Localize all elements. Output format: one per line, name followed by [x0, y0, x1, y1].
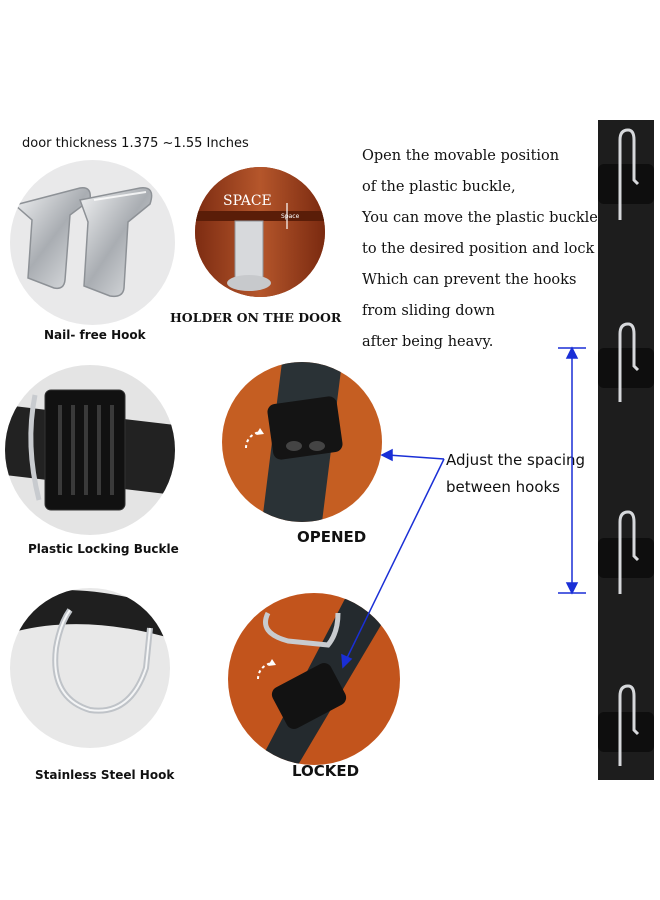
description-line-3: You can move the plastic buckle	[362, 210, 598, 226]
arrow-to-opened	[387, 454, 445, 460]
locked-illustration	[256, 593, 400, 765]
plastic-locking-buckle-caption: Plastic Locking Buckle	[28, 542, 179, 556]
locked-caption: LOCKED	[292, 762, 360, 780]
arrow-head-locked	[341, 653, 353, 669]
description-line-2: of the plastic buckle,	[362, 179, 516, 195]
nail-free-hook-image	[10, 160, 175, 325]
strap-hooks-illustration	[598, 120, 654, 780]
stainless-steel-hook-caption: Stainless Steel Hook	[35, 768, 175, 782]
spacing-arrow-bottom	[565, 582, 579, 595]
hook-3	[598, 510, 654, 594]
door-thickness-label: door thickness 1.375 ~1.55 Inches	[22, 136, 249, 151]
description-line-4: to the desired position and lock it,	[362, 241, 614, 257]
adjust-spacing-line-1: Adjust the spacing	[446, 451, 586, 469]
door-holder-image: SPACE Space	[195, 167, 325, 297]
space-label: SPACE	[223, 193, 272, 209]
opened-caption: OPENED	[297, 528, 367, 546]
steel-hook-illustration	[10, 590, 170, 714]
arrow-to-locked	[345, 458, 445, 661]
opened-buckle-image	[222, 362, 382, 522]
plastic-buckle-image	[5, 365, 175, 535]
locked-buckle-image	[228, 593, 400, 765]
steel-hooks-illustration	[13, 187, 153, 298]
door-illustration	[195, 167, 325, 297]
hook-2	[598, 322, 654, 402]
description-line-7: after being heavy.	[362, 334, 494, 350]
holder-on-door-caption: HOLDER ON THE DOOR	[170, 310, 342, 325]
buckle-illustration	[5, 389, 175, 511]
adjust-spacing-line-2: between hooks	[446, 478, 560, 496]
nail-free-hook-caption: Nail- free Hook	[44, 328, 146, 342]
hanging-strap	[598, 120, 654, 780]
description-line-1: Open the movable position	[362, 148, 560, 164]
arrow-head-opened	[380, 448, 393, 462]
space-small-label: Space	[281, 213, 300, 220]
hook-1	[598, 128, 654, 220]
opened-illustration	[244, 362, 343, 522]
stainless-hook-image	[10, 588, 170, 748]
description-line-6: from sliding down	[362, 303, 496, 319]
description-line-5: Which can prevent the hooks	[362, 272, 577, 288]
spacing-arrow-top	[565, 346, 579, 359]
hook-4	[598, 684, 654, 766]
